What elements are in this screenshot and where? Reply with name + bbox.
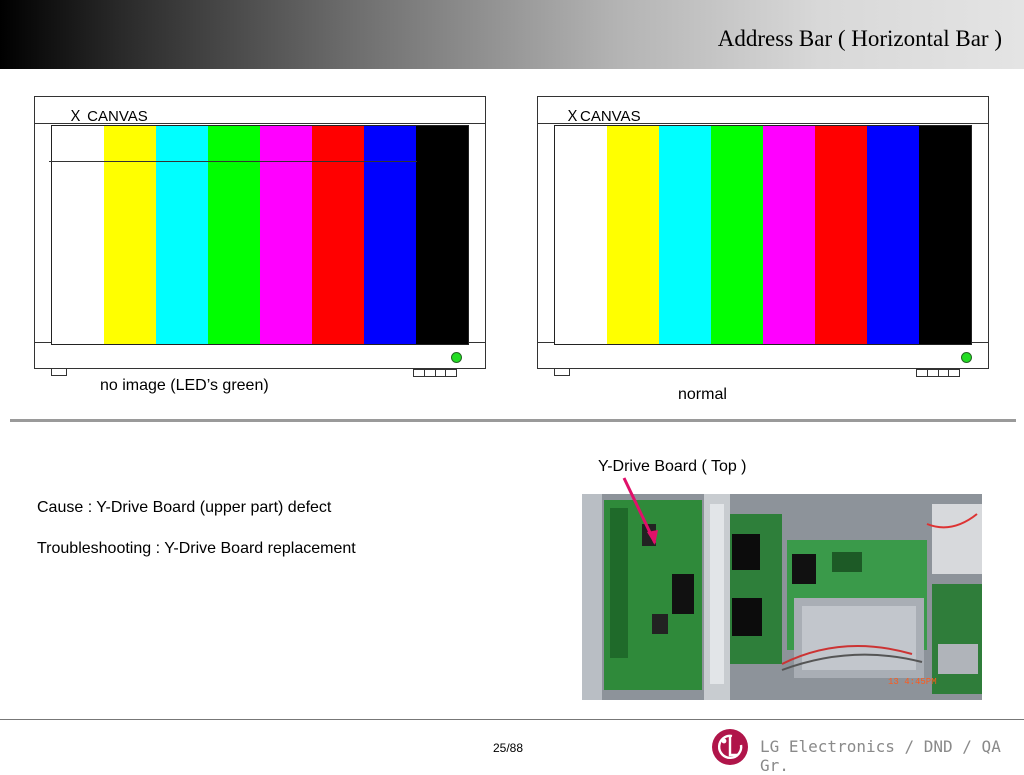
color-bar: [416, 126, 468, 344]
color-bar: [104, 126, 156, 344]
color-bar: [919, 126, 971, 344]
footer-divider: [0, 719, 1024, 720]
color-bar: [260, 126, 312, 344]
horizontal-defect-line: [49, 161, 417, 162]
color-bar-screen: [554, 125, 972, 345]
color-bar: [156, 126, 208, 344]
troubleshooting-text: Troubleshooting : Y-Drive Board replacem…: [37, 540, 356, 557]
header-bar: Address Bar ( Horizontal Bar ): [0, 0, 1024, 69]
canvas-label: Ｘ CANVAS: [68, 108, 148, 125]
color-bar: [52, 126, 104, 344]
lg-logo-icon: [712, 729, 748, 765]
led-indicator: [451, 352, 462, 363]
color-bar: [312, 126, 364, 344]
color-bar: [208, 126, 260, 344]
defect-caption: no image (LED’s green): [100, 377, 269, 394]
tv-top-line: [34, 123, 486, 124]
color-bar-screen: [51, 125, 469, 345]
tv-diagram-normal: ＸCANVAS: [537, 96, 990, 378]
page-title: Address Bar ( Horizontal Bar ): [717, 26, 1002, 51]
color-bar: [607, 126, 659, 344]
tv-diagram-defect: Ｘ CANVAS: [34, 96, 487, 378]
color-bar: [815, 126, 867, 344]
canvas-label: ＸCANVAS: [565, 108, 641, 125]
color-bar: [711, 126, 763, 344]
tv-foot-right: [413, 369, 457, 377]
photo-label: Y-Drive Board ( Top ): [598, 458, 747, 475]
tv-foot-left: [51, 369, 67, 376]
color-bar: [659, 126, 711, 344]
color-bar: [867, 126, 919, 344]
color-bar: [763, 126, 815, 344]
tv-foot-right: [916, 369, 960, 377]
normal-caption: normal: [678, 386, 727, 403]
color-bar: [555, 126, 607, 344]
cause-text: Cause : Y-Drive Board (upper part) defec…: [37, 499, 332, 516]
led-indicator: [961, 352, 972, 363]
tv-foot-left: [554, 369, 570, 376]
svg-text:13 4:45PM: 13 4:45PM: [888, 677, 937, 687]
section-divider: [10, 419, 1016, 422]
color-bar: [364, 126, 416, 344]
tv-top-line: [537, 123, 989, 124]
company-name: LG Electronics / DND / QA Gr.: [760, 737, 1001, 775]
page-number: 25/88: [493, 741, 524, 755]
